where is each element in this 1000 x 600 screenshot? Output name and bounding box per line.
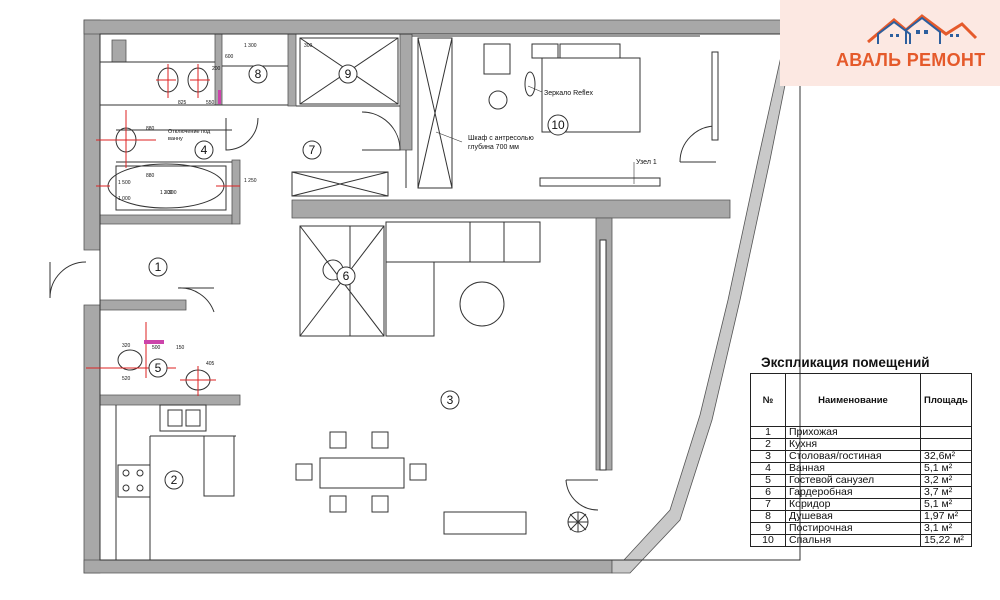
room-label-3: 3: [447, 393, 454, 407]
room-area: 3,7 м²: [920, 486, 972, 499]
room-number: 4: [750, 462, 786, 475]
room-number: 6: [750, 486, 786, 499]
room-area: 5,1 м²: [920, 462, 972, 475]
annotation-mirror: Зеркало Reflex: [544, 90, 593, 97]
room-label-9: 9: [345, 67, 352, 81]
dimension-label: 880: [146, 173, 155, 179]
room-name: Постирочная: [785, 522, 921, 535]
room-name: Столовая/гостиная: [785, 450, 921, 463]
dimension-label: 600: [225, 54, 234, 60]
table-header-row: № Наименование Площадь: [750, 373, 972, 427]
room-label-5: 5: [155, 361, 162, 375]
room-label-7: 7: [309, 143, 316, 157]
dimension-label: 2 300: [164, 190, 177, 196]
dimension-label: 320: [122, 343, 131, 349]
plant-icon: [567, 511, 589, 533]
room-number: 9: [750, 522, 786, 535]
cabinets: [117, 37, 453, 498]
dimension-label: 1 300: [244, 43, 257, 49]
room-name: Кухня: [785, 438, 921, 451]
room-name: Душевая: [785, 510, 921, 523]
dimension-label: 1 300: [160, 190, 173, 196]
dimension-label: 500: [152, 345, 161, 351]
room-name: Спальня: [785, 534, 921, 547]
annotation-wardrobe-1: Шкаф с антресолью: [468, 135, 534, 142]
dimension-label: 825: [178, 100, 187, 106]
annotation-bath-1: Отключение под: [168, 129, 211, 135]
header-num: №: [750, 373, 786, 427]
dimension-label: 1 250: [244, 178, 257, 184]
bedroom-furniture: [483, 43, 719, 187]
dimension-label: 520: [122, 376, 131, 382]
explication-title: Экспликация помещений: [761, 355, 930, 370]
room-name: Ванная: [785, 462, 921, 475]
room-number: 10: [750, 534, 786, 547]
header-area: Площадь: [920, 373, 972, 427]
room-labels: 1 2 3 4 5 6 7 8 9 10: [148, 64, 569, 490]
room-name: Прихожая: [785, 426, 921, 439]
room-label-8: 8: [255, 67, 262, 81]
room-area: 3,1 м²: [920, 522, 972, 535]
logo-background: [780, 0, 1000, 86]
header-name: Наименование: [785, 373, 921, 427]
room-label-6: 6: [343, 269, 350, 283]
room-label-2: 2: [171, 473, 178, 487]
dimension-label: 1 500: [118, 180, 131, 186]
room-number: 2: [750, 438, 786, 451]
house-logo-icon: [867, 14, 978, 44]
red-markers: [86, 64, 240, 396]
annotation-bath-2: ванну: [168, 136, 183, 142]
room-name: Гардеробная: [785, 486, 921, 499]
dimension-labels: 1 300 300 600 1 300 825 550 200 880 2 300 1 500 1 …: [118, 43, 313, 382]
annotation-wardrobe-2: глубина 700 мм: [468, 143, 519, 151]
room-number: 3: [750, 450, 786, 463]
brand-name: АВАЛЬ РЕМОНТ: [836, 50, 986, 70]
room-area: [920, 438, 972, 451]
dimension-label: 550: [206, 100, 215, 106]
walls: [83, 19, 799, 574]
room-area: 5,1 м²: [920, 498, 972, 511]
room-label-10: 10: [551, 118, 565, 132]
annotations: Зеркало Reflex Шкаф с антресолью глубина…: [168, 85, 657, 184]
living-furniture: [295, 221, 607, 535]
room-number: 5: [750, 474, 786, 487]
dimension-label: 200: [212, 66, 221, 72]
room-number: 1: [750, 426, 786, 439]
doors: [49, 111, 717, 511]
room-label-1: 1: [155, 260, 162, 274]
room-number: 7: [750, 498, 786, 511]
interior-lines: [99, 33, 801, 561]
room-area: [920, 426, 972, 439]
dimension-label: 880: [146, 126, 155, 132]
room-area: 3,2 м²: [920, 474, 972, 487]
room-label-4: 4: [201, 143, 208, 157]
room-name: Гостевой санузел: [785, 474, 921, 487]
room-name: Коридор: [785, 498, 921, 511]
room-number: 8: [750, 510, 786, 523]
dimension-label: 150: [176, 345, 185, 351]
dimension-label: 1 000: [118, 196, 131, 202]
room-area: 1,97 м²: [920, 510, 972, 523]
dimension-label: 300: [304, 43, 313, 49]
dimension-label: 405: [206, 361, 215, 367]
annotation-node: Узел 1: [636, 159, 657, 166]
room-area: 32,6м²: [920, 450, 972, 463]
room-area: 15,22 м²: [920, 534, 972, 547]
